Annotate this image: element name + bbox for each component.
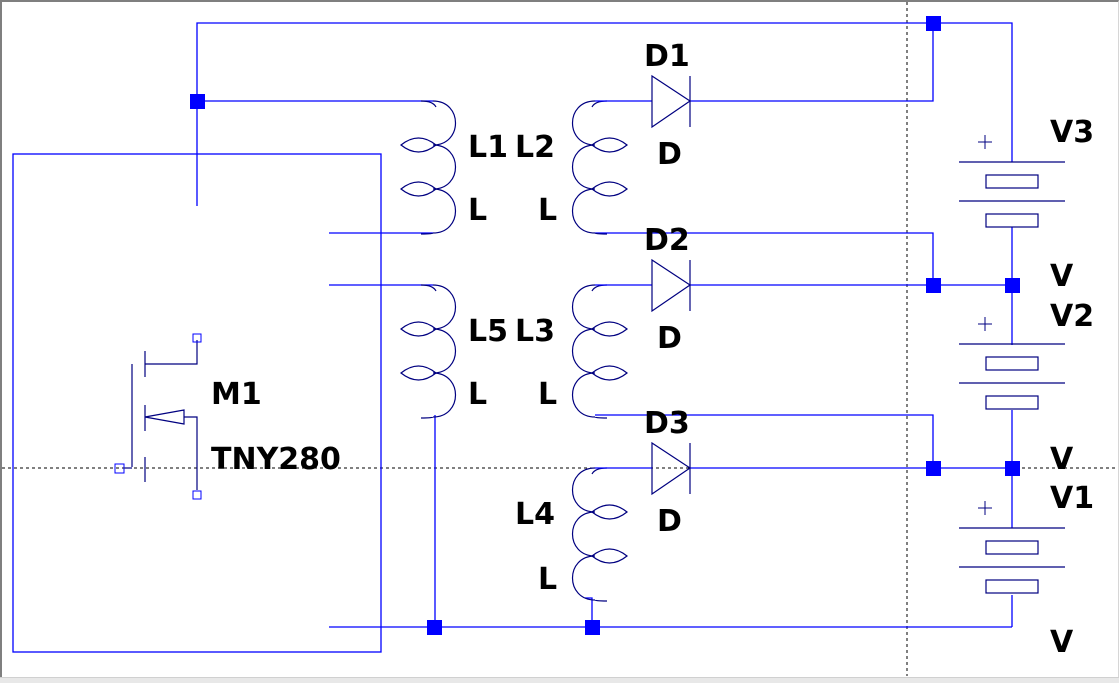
junction-dot [926,461,941,476]
inductor-l3[interactable] [572,284,628,419]
voltage-source-v3[interactable] [959,135,1065,228]
mosfet-m1[interactable] [114,333,202,500]
junction-dot [190,94,205,109]
diode-d1[interactable] [595,74,692,129]
ic-block-outline[interactable] [12,153,382,653]
inductor-l4[interactable] [572,467,628,602]
plus-icon [978,501,992,515]
diode-d2[interactable] [595,258,692,313]
junction-dot [585,620,600,635]
inductor-l5[interactable] [400,284,456,419]
inductor-l3-value: L [538,377,557,412]
inductor-l1-value: L [468,193,487,228]
inductor-l1-name: L1 [468,130,508,165]
junction-dot [1005,278,1020,293]
source-v2-name: V2 [1050,299,1094,334]
wire-l2-bottom[interactable] [595,232,934,285]
wire-l3-bottom[interactable] [595,414,934,468]
inductor-l5-name: L5 [468,314,508,349]
net-top[interactable] [196,22,1013,206]
inductor-l4-value: L [538,562,557,597]
pin-drain[interactable] [192,333,202,343]
plus-icon [978,135,992,149]
voltage-source-v2[interactable] [959,317,1065,410]
pin-source[interactable] [192,490,202,500]
junction-dot [427,620,442,635]
source-v2-value: V [1050,442,1074,477]
plus-icon [978,317,992,331]
wire-l4-bottom[interactable] [585,597,593,627]
inductor-l4-name: L4 [515,497,555,532]
diode-d3[interactable] [595,441,692,496]
voltage-source-v1[interactable] [959,501,1065,594]
mosfet-value-label: TNY280 [211,442,341,477]
status-bar [0,677,1119,683]
diode-d2-name: D2 [644,223,690,258]
diode-d2-value: D [657,321,682,356]
inductor-l2-name: L2 [515,130,555,165]
inductor-l2-value: L [538,193,557,228]
source-v3-value: V [1050,259,1074,294]
diode-d1-value: D [657,137,682,172]
source-v3-name: V3 [1050,115,1094,150]
junction-dot [926,16,941,31]
junction-dot [1005,461,1020,476]
junctions [190,16,1020,635]
diode-d1-name: D1 [644,39,690,74]
inductor-l1[interactable] [400,100,456,235]
inductor-l3-name: L3 [515,314,555,349]
source-v1-name: V1 [1050,481,1094,516]
diode-d3-name: D3 [644,406,690,441]
diode-d3-value: D [657,504,682,539]
mosfet-name-label: M1 [211,377,262,412]
source-v1-value: V [1050,625,1074,660]
junction-dot [926,278,941,293]
pin-gate[interactable] [114,463,125,474]
inductor-l2[interactable] [572,100,628,235]
inductor-l5-value: L [468,377,487,412]
